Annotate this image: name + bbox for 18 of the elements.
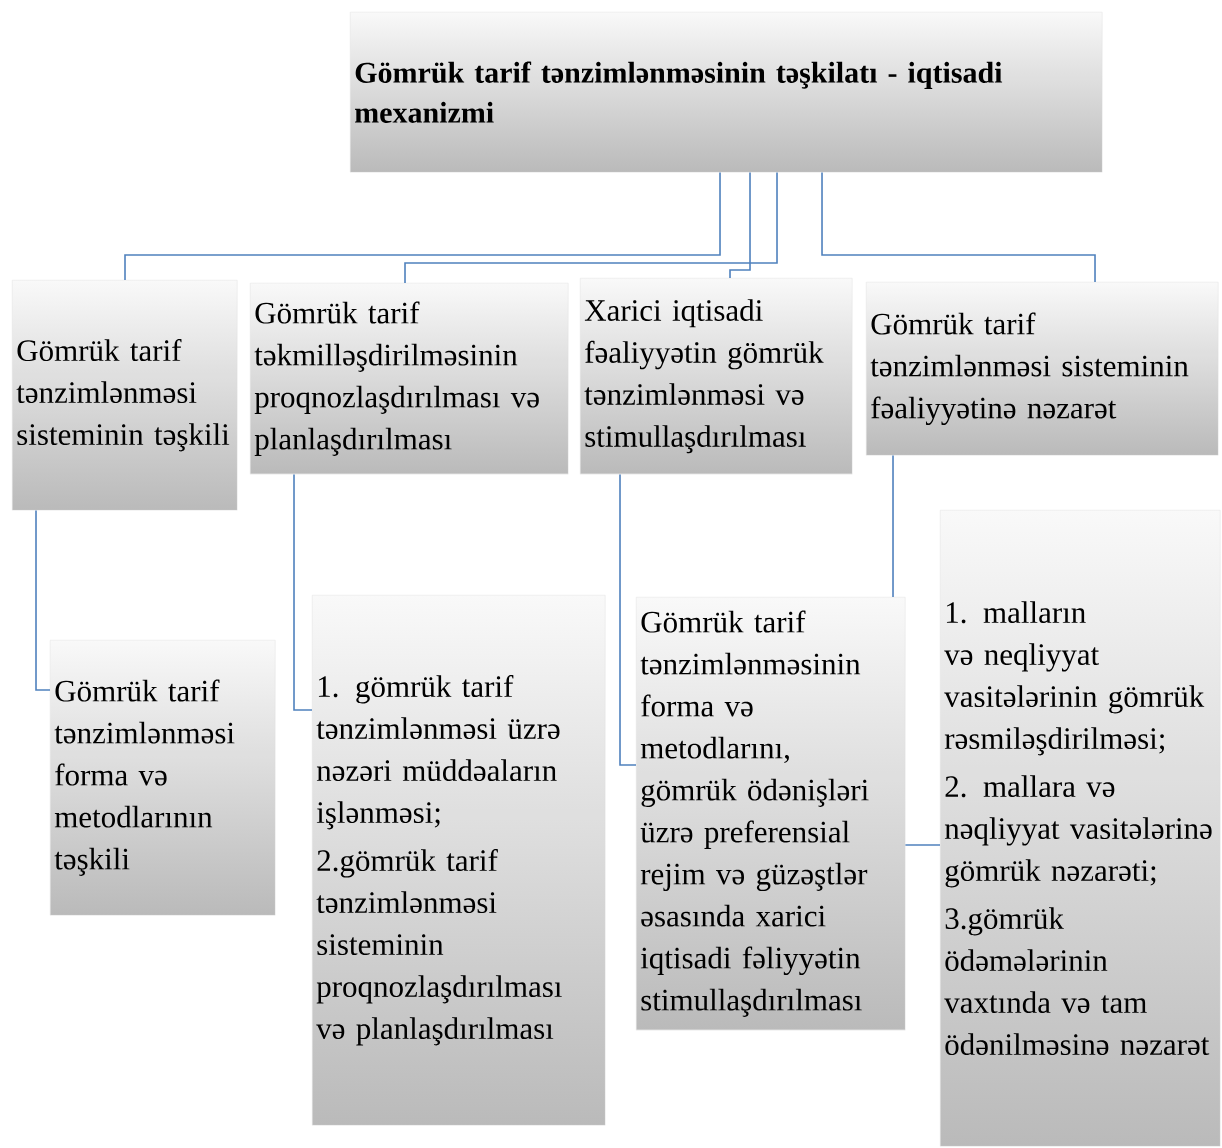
text-box: Gömrük tarif təkmilləşdirilməsinin proqnozlaşdırılması və planlaşdırılması	[250, 283, 569, 475]
connector-line	[821, 171, 1096, 283]
connector-line	[35, 509, 51, 691]
text-box: Gömrük tarif tənzimlənməsinin forma və metodlarını, gömrük ödənişləri üzrə preferensial rejim və güzəştlər əsasında xarici iqtisadi fəliyyətin stimullaşdırılması	[636, 597, 906, 1031]
connector-line	[404, 171, 778, 284]
connector-line	[124, 171, 721, 281]
text-box: Gömrük tarif tənzimlənməsi sisteminin fəaliyyətinə nəzarət	[866, 282, 1219, 456]
connector-line	[729, 171, 751, 279]
text-box: Gömrük tarif tənzimlənməsi forma və metodlarının təşkili	[50, 640, 276, 916]
connector-line	[619, 473, 637, 766]
connector-line	[904, 844, 941, 846]
text-box: 1. malların və neqliyyat vasitələrinin gömrük rəsmiləşdirilməsi; 2. mallara və nəqliyyat vasitələrinə gömrük nəzarəti; 3.gömrük ödəmələrinin vaxtında və tam ödənilməsinə nəzarət	[940, 510, 1221, 1147]
text-box: Gömrük tarif tənzimlənməsinin təşkilatı - iqtisadi mexanizmi	[350, 12, 1103, 173]
connector-line	[892, 454, 894, 598]
connector-line	[293, 473, 313, 711]
text-box: 1. gömrük tarif tənzimlənməsi üzrə nəzəri müddəaların işlənməsi; 2.gömrük tarif tənzimlənməsi sisteminin proqnozlaşdırılması və planlaşdırılması	[312, 595, 606, 1126]
text-box: Xarici iqtisadi fəaliyyətin gömrük tənzimlənməsi və stimullaşdırılması	[580, 278, 853, 475]
text-box: Gömrük tarif tənzimlənməsi sisteminin təşkili	[12, 280, 238, 511]
